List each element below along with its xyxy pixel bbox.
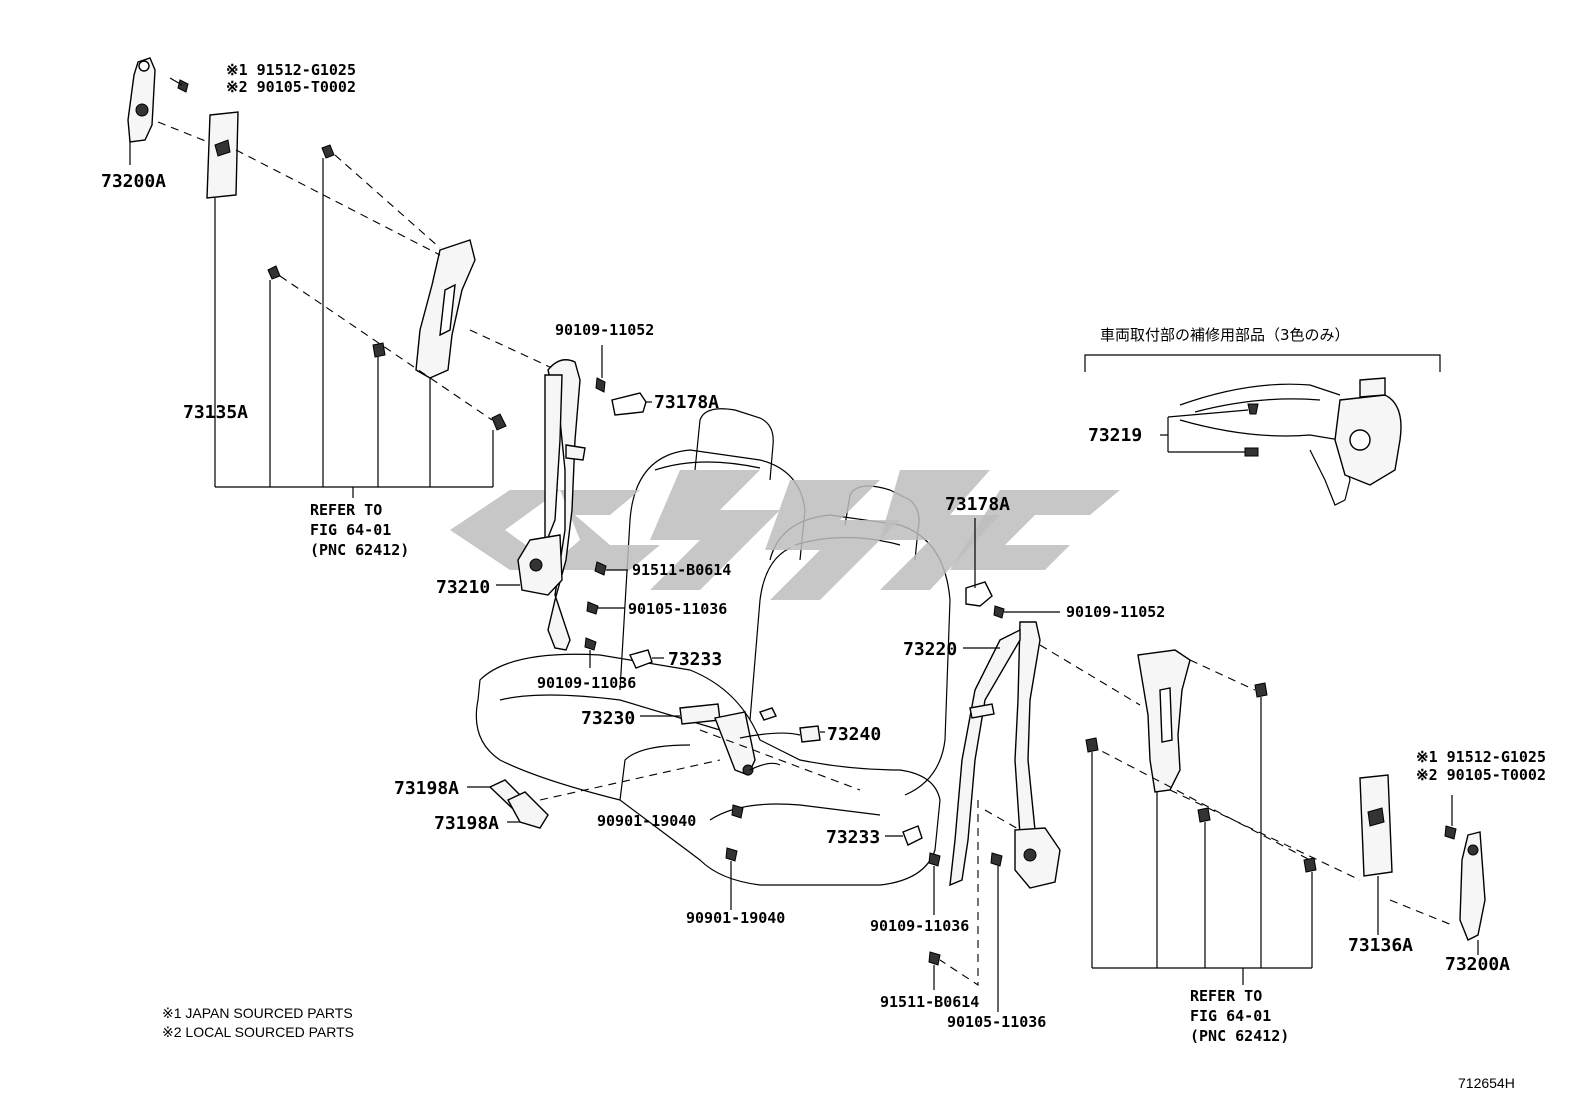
clip-icon (1197, 807, 1211, 823)
figure-code: 712654H (1458, 1075, 1515, 1091)
label-bolt-right-1: ※1 91512-G1025 (1416, 748, 1546, 766)
bracket-73198a-2 (507, 791, 549, 829)
label-bolt-left-1: ※1 91512-G1025 (226, 61, 356, 79)
label-90109-11036-top: 90109-11036 (537, 674, 636, 692)
note-japan-sourced: ※1 JAPAN SOURCED PARTS (162, 1005, 353, 1021)
bolt-icon (586, 601, 599, 615)
label-91511-b0614-top: 91511-B0614 (632, 561, 731, 579)
label-73178a-mid: 73178A (945, 494, 1010, 515)
label-90105-11036-bot: 90105-11036 (947, 1013, 1046, 1031)
nut-icon (1244, 447, 1259, 457)
buckle-73230 (679, 703, 721, 725)
adjuster-anchor-left (127, 57, 156, 143)
inset-73219 (1084, 354, 1441, 506)
bolt-icon (993, 605, 1005, 619)
bolt-icon (990, 852, 1003, 867)
right-pillar-group (1039, 644, 1486, 985)
cover-73233-top (629, 649, 653, 669)
label-90109-11036-bot: 90109-11036 (870, 917, 969, 935)
cover-73178a-top (611, 392, 647, 416)
cover-73178a-mid (965, 581, 993, 607)
watermark-logo (450, 470, 1120, 600)
belt-webbing-rear (547, 359, 581, 651)
refer-right-line2: FIG 64-01 (1190, 1007, 1271, 1025)
refer-left-line1: REFER TO (310, 501, 382, 519)
bolt-icon (584, 637, 597, 651)
bracket-title: 車両取付部の補修用部品（3色のみ） (1100, 326, 1350, 344)
adjuster-anchor-right (1459, 831, 1486, 941)
label-90109-11052-mid: 90109-11052 (1066, 603, 1165, 621)
bolt-icon (725, 847, 738, 862)
label-73178a-top: 73178A (654, 392, 719, 413)
clip-icon (372, 342, 386, 358)
label-73136a: 73136A (1348, 935, 1413, 956)
bolt-icon (928, 951, 941, 966)
cover-73233-bot (902, 825, 923, 846)
label-90105-11036-top: 90105-11036 (628, 600, 727, 618)
cover-panel-right (1359, 774, 1393, 877)
label-73240: 73240 (827, 724, 881, 745)
label-73220: 73220 (903, 639, 957, 660)
labels: ※1 91512-G1025 ※2 90105-T0002 73200A 731… (101, 61, 1546, 1091)
label-73219: 73219 (1088, 425, 1142, 446)
left-pillar-group (127, 57, 553, 498)
buckle-assembly (467, 703, 861, 910)
clip-icon (1303, 857, 1317, 873)
label-73230: 73230 (581, 708, 635, 729)
clip-icon (267, 265, 281, 280)
bolt-icon (928, 852, 941, 867)
label-73233-top: 73233 (668, 649, 722, 670)
refer-left-line3: (PNC 62412) (310, 541, 409, 559)
note-local-sourced: ※2 LOCAL SOURCED PARTS (162, 1024, 354, 1040)
clip-icon (1085, 737, 1099, 753)
label-90901-19040-2: 90901-19040 (686, 909, 785, 927)
retractor-front (1014, 827, 1061, 889)
label-73210: 73210 (436, 577, 490, 598)
label-90109-11052-top: 90109-11052 (555, 321, 654, 339)
label-91511-b0614-bot: 91511-B0614 (880, 993, 979, 1011)
refer-left-line2: FIG 64-01 (310, 521, 391, 539)
refer-right-line1: REFER TO (1190, 987, 1262, 1005)
bolt-icon (595, 377, 606, 393)
label-73200a-right: 73200A (1445, 954, 1510, 975)
buckle-73240 (799, 725, 821, 743)
bolt-icon (1247, 403, 1259, 415)
bolt-icon (177, 79, 189, 93)
label-73200a-left: 73200A (101, 171, 166, 192)
label-bolt-left-2: ※2 90105-T0002 (226, 78, 356, 96)
clip-icon (321, 144, 335, 159)
label-90901-19040-1: 90901-19040 (597, 812, 696, 830)
bolt-icon (731, 804, 744, 819)
label-bolt-right-2: ※2 90105-T0002 (1416, 766, 1546, 784)
clip-icon (1254, 682, 1268, 698)
rear-belt-assembly (496, 345, 664, 669)
label-73233-bot: 73233 (826, 827, 880, 848)
label-73198a-2: 73198A (434, 813, 499, 834)
front-belt-assembly (885, 518, 1061, 1012)
bolt-icon (594, 561, 607, 576)
belt-webbing-front (1014, 621, 1041, 841)
label-73135a: 73135A (183, 402, 248, 423)
label-73198a-1: 73198A (394, 778, 459, 799)
clip-icon (491, 413, 507, 431)
refer-right-line3: (PNC 62412) (1190, 1027, 1289, 1045)
bolt-icon (1444, 825, 1457, 840)
